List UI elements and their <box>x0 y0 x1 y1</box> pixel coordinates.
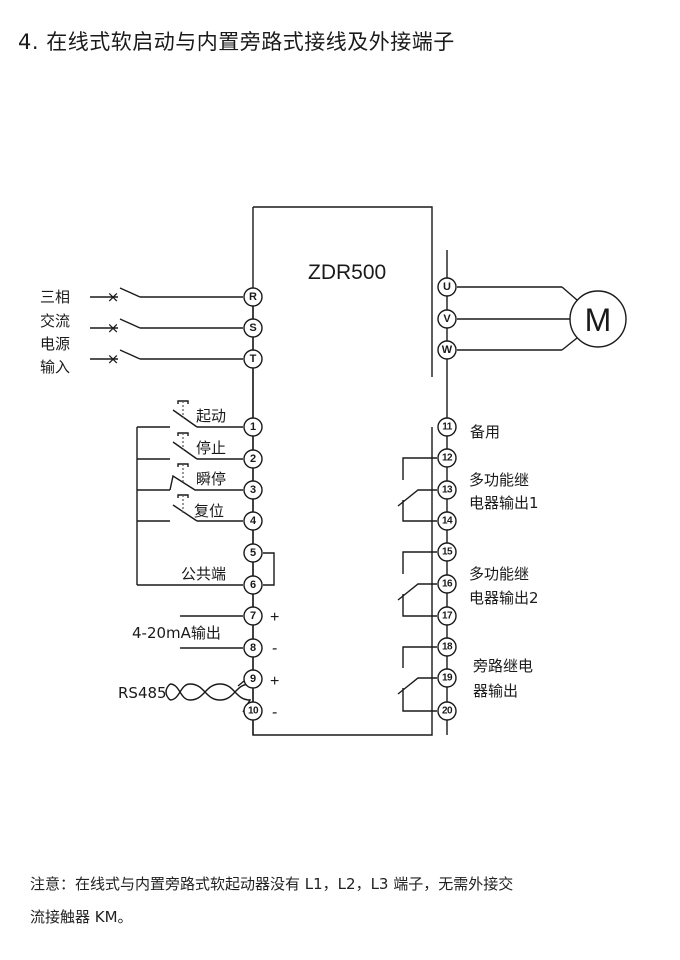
relay2-label-line-1: 多功能继 <box>469 565 529 583</box>
svg-text:14: 14 <box>442 516 453 527</box>
svg-text:11: 11 <box>442 422 453 433</box>
relay2-label-line-2: 电器输出2 <box>469 589 539 607</box>
svg-text:10: 10 <box>248 706 259 717</box>
terminal-12: 12 <box>437 448 457 468</box>
svg-text:17: 17 <box>442 611 453 622</box>
svg-text:T: T <box>250 353 257 365</box>
svg-text:V: V <box>443 313 451 325</box>
control-input-wiring <box>136 400 275 586</box>
terminal-8: 8 <box>243 638 263 658</box>
device-model: ZDR500 <box>308 261 386 284</box>
relay-wiring <box>397 457 437 712</box>
terminal-9: 9 <box>243 669 263 689</box>
svg-text:4: 4 <box>250 515 257 527</box>
terminal-15: 15 <box>437 542 457 562</box>
svg-text:U: U <box>443 281 451 293</box>
svg-text:8: 8 <box>250 642 256 654</box>
relay1-label-line-1: 多功能继 <box>469 471 529 489</box>
relay1-label-line-2: 电器输出1 <box>469 494 539 512</box>
power-label-line-1: 三相 <box>40 288 70 306</box>
bypass-label-line-1: 旁路继电 <box>473 657 533 675</box>
terminal-T: T <box>243 349 263 369</box>
svg-text:6: 6 <box>250 579 256 591</box>
svg-text:12: 12 <box>442 453 453 464</box>
note-line-1: 注意：在线式与内置旁路式软起动器没有 L1，L2，L3 端子，无需外接交 <box>30 875 514 893</box>
motor-wiring <box>457 286 578 351</box>
common-label: 公共端 <box>181 565 226 583</box>
terminal-11: 11 <box>437 417 457 437</box>
rs485-twisted-pair <box>165 680 252 713</box>
terminal-14: 14 <box>437 511 457 531</box>
terminal-16: 16 <box>437 574 457 594</box>
input-label-instant-stop: 瞬停 <box>196 470 226 488</box>
terminal-10: 10 <box>243 701 263 721</box>
note: 注意：在线式与内置旁路式软起动器没有 L1，L2，L3 端子，无需外接交 流接触… <box>30 868 670 934</box>
analog-output-label: 4-20mA输出 <box>132 624 221 642</box>
svg-text:R: R <box>249 291 257 303</box>
terminal-V: V <box>437 309 457 329</box>
terminal-2: 2 <box>243 449 263 469</box>
input-label-stop: 停止 <box>196 439 226 457</box>
device-box <box>252 206 433 736</box>
page-title: 4. 在线式软启动与内置旁路式接线及外接端子 <box>18 30 455 54</box>
terminal-R: R <box>243 287 263 307</box>
svg-text:×: × <box>107 319 120 337</box>
terminal-20: 20 <box>437 701 457 721</box>
svg-text:20: 20 <box>442 706 453 717</box>
power-input-wiring: × × × <box>90 287 243 368</box>
svg-text:16: 16 <box>442 579 453 590</box>
terminal-1: 1 <box>243 417 263 437</box>
note-line-2: 流接触器 KM。 <box>30 908 133 926</box>
analog-minus-sign: - <box>272 640 277 657</box>
svg-text:1: 1 <box>250 421 256 433</box>
svg-text:13: 13 <box>442 485 453 496</box>
motor-label: M <box>585 302 612 338</box>
terminal-3: 3 <box>243 480 263 500</box>
terminal-19: 19 <box>437 668 457 688</box>
svg-text:7: 7 <box>250 610 256 622</box>
power-label-line-4: 输入 <box>40 358 70 376</box>
terminal-6: 6 <box>243 575 263 595</box>
terminal-5: 5 <box>243 543 263 563</box>
svg-text:×: × <box>107 350 120 368</box>
input-label-reset: 复位 <box>194 502 224 520</box>
rs485-label: RS485 <box>118 684 167 702</box>
svg-text:18: 18 <box>442 642 453 653</box>
svg-text:9: 9 <box>250 673 256 685</box>
spare-label: 备用 <box>470 423 500 441</box>
terminal-U: U <box>437 277 457 297</box>
rs485-plus-sign: + <box>270 673 279 690</box>
bypass-label-line-2: 器输出 <box>473 682 518 700</box>
terminal-S: S <box>243 318 263 338</box>
motor-symbol <box>569 290 627 348</box>
terminal-4: 4 <box>243 511 263 531</box>
svg-text:S: S <box>249 322 256 334</box>
terminal-W: W <box>437 340 457 360</box>
terminal-17: 17 <box>437 606 457 626</box>
terminal-13: 13 <box>437 480 457 500</box>
svg-text:3: 3 <box>250 484 256 496</box>
svg-text:2: 2 <box>250 453 256 465</box>
terminal-18: 18 <box>437 637 457 657</box>
input-label-start: 起动 <box>196 407 226 425</box>
svg-text:W: W <box>442 344 453 356</box>
terminal-7: 7 <box>243 606 263 626</box>
svg-text:×: × <box>107 288 120 306</box>
rs485-minus-sign: - <box>272 704 277 721</box>
power-label-line-3: 电源 <box>40 335 70 353</box>
analog-plus-sign: + <box>270 609 279 626</box>
svg-text:5: 5 <box>250 547 256 559</box>
svg-text:19: 19 <box>442 673 453 684</box>
power-label-line-2: 交流 <box>40 312 70 330</box>
svg-text:15: 15 <box>442 547 453 558</box>
